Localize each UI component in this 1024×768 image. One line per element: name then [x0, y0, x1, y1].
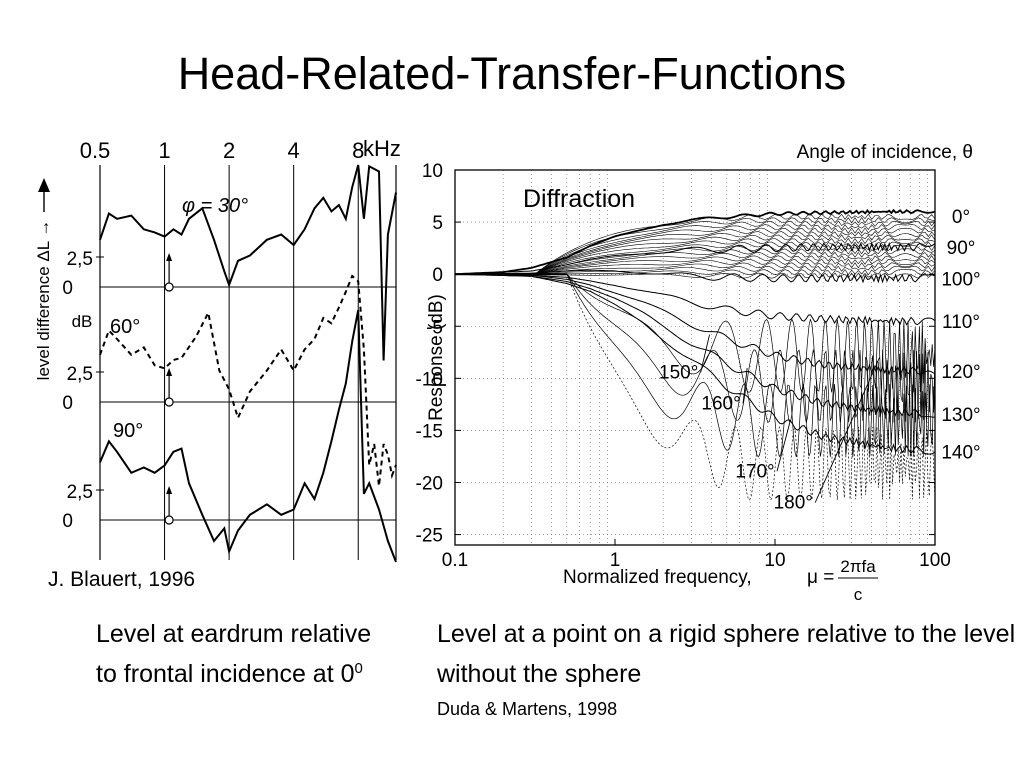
left-reference-arrow-head [166, 486, 173, 494]
left-x-tick-label: 2 [223, 138, 235, 163]
left-y-tick-label: 2,5 [67, 364, 93, 385]
right-series-line [534, 224, 936, 275]
right-series-line [534, 231, 936, 275]
left-reference-marker [164, 515, 174, 525]
left-y-unit-label: dB [72, 312, 93, 331]
right-series-line [534, 234, 936, 275]
right-annotation-leader [814, 357, 880, 503]
left-y-arrow-head [38, 178, 50, 192]
right-series-line [534, 237, 936, 275]
right-annotation-leader [742, 367, 748, 404]
right-series-line [534, 265, 936, 275]
right-y-tick-label: 5 [432, 213, 443, 234]
right-series-line [566, 274, 936, 423]
left-chart-frame [99, 165, 397, 560]
right-angle-label: 130° [941, 405, 980, 426]
right-series-line [534, 255, 936, 275]
left-y-tick-label: 2,5 [67, 249, 93, 270]
right-series-line [454, 208, 936, 276]
left-chart-source: J. Blauert, 1996 [48, 568, 195, 591]
right-angle-label: 110° [942, 312, 980, 333]
right-angle-label: 140° [941, 442, 980, 463]
left-panel-label: 90° [113, 420, 143, 442]
slide-title: Head-Related-Transfer-Functions [177, 48, 847, 99]
right-series-line [534, 217, 936, 275]
right-series-line [534, 227, 936, 275]
right-annotation-label: 160° [701, 394, 740, 415]
right-series-line [534, 269, 936, 276]
right-series-line [566, 274, 936, 501]
right-panel-label: Diffraction [523, 185, 635, 213]
right-series-line [566, 274, 936, 458]
right-x-tick-label: 1 [610, 550, 621, 571]
left-reference-arrow-head [166, 368, 173, 376]
left-y-label: level difference ΔL → [34, 220, 53, 381]
right-series-line [534, 248, 936, 275]
right-annotation-label: 180° [774, 493, 813, 514]
right-y-tick-label: -25 [416, 526, 443, 547]
caption-right: Level at a point on a rigid sphere relat… [437, 614, 1017, 722]
caption-right-citation: Duda & Martens, 1998 [437, 699, 618, 719]
left-x-tick-label: 8 [352, 138, 364, 163]
right-series-line [454, 241, 936, 275]
right-series-line [455, 273, 936, 376]
right-x-tick-label: 10 [764, 550, 785, 571]
right-y-tick-label: 0 [432, 265, 443, 286]
caption-left-superscript: 0 [354, 660, 363, 677]
right-angle-label: 0° [952, 207, 970, 228]
right-x-tick-label: 0.1 [442, 550, 468, 571]
right-x-label-denominator: c [854, 585, 863, 604]
right-series-line [534, 272, 936, 279]
right-x-tick-label: 100 [919, 550, 951, 571]
left-reference-marker [164, 397, 174, 407]
left-x-tick-label: 1 [158, 138, 170, 163]
right-series-line [534, 213, 936, 275]
right-series-line [534, 220, 936, 275]
right-series-line [534, 244, 936, 275]
right-x-label-mu: μ = [807, 567, 834, 588]
right-series-line [455, 273, 936, 455]
right-y-tick-label: -15 [416, 421, 443, 442]
left-y-tick-label: 0 [62, 393, 73, 414]
left-x-tick-label: 4 [288, 138, 300, 163]
right-angle-label: 120° [941, 362, 980, 383]
right-annotation-label: 150° [659, 362, 698, 383]
right-series-line [566, 273, 936, 394]
right-y-label: Response (dB) [426, 294, 447, 421]
right-annotation-label: 170° [735, 461, 774, 482]
right-y-tick-label: 10 [422, 161, 443, 182]
caption-left: Level at eardrum relative to frontal inc… [96, 614, 396, 694]
left-x-tick-label: 0.5 [80, 138, 111, 163]
right-annotation-leader [700, 334, 711, 373]
right-series-line [534, 258, 936, 275]
right-annotation-leader [776, 419, 791, 472]
left-x-unit-label: kHz [363, 136, 401, 161]
right-y-tick-label: -5 [426, 317, 443, 338]
caption-right-text: Level at a point on a rigid sphere relat… [437, 620, 1016, 688]
left-series-line [99, 309, 397, 563]
right-angle-label: 100° [941, 269, 980, 290]
right-x-label-numerator: 2πfa [840, 557, 876, 576]
right-series-line [454, 269, 936, 284]
right-angle-label: 90° [947, 238, 976, 259]
left-series-line [99, 274, 397, 487]
left-panel-label: φ = 30° [182, 195, 248, 217]
right-y-tick-label: -10 [416, 369, 443, 390]
right-legend-title: Angle of incidence, θ [797, 142, 973, 163]
left-reference-marker [164, 282, 174, 292]
right-plot-frame [454, 169, 936, 546]
left-y-tick-label: 0 [62, 511, 73, 532]
left-series-line [99, 164, 397, 361]
left-y-tick-label: 2,5 [67, 482, 93, 503]
right-x-label: Normalized frequency, [563, 567, 752, 588]
right-series-line [534, 262, 936, 275]
right-series-line [534, 251, 936, 275]
right-y-tick-label: -20 [416, 474, 443, 495]
left-panel-label: 60° [110, 316, 140, 338]
left-reference-arrow-head [166, 253, 173, 261]
right-series-line [534, 241, 936, 275]
left-y-tick-label: 0 [62, 278, 73, 299]
caption-left-text: Level at eardrum relative to frontal inc… [96, 620, 372, 688]
